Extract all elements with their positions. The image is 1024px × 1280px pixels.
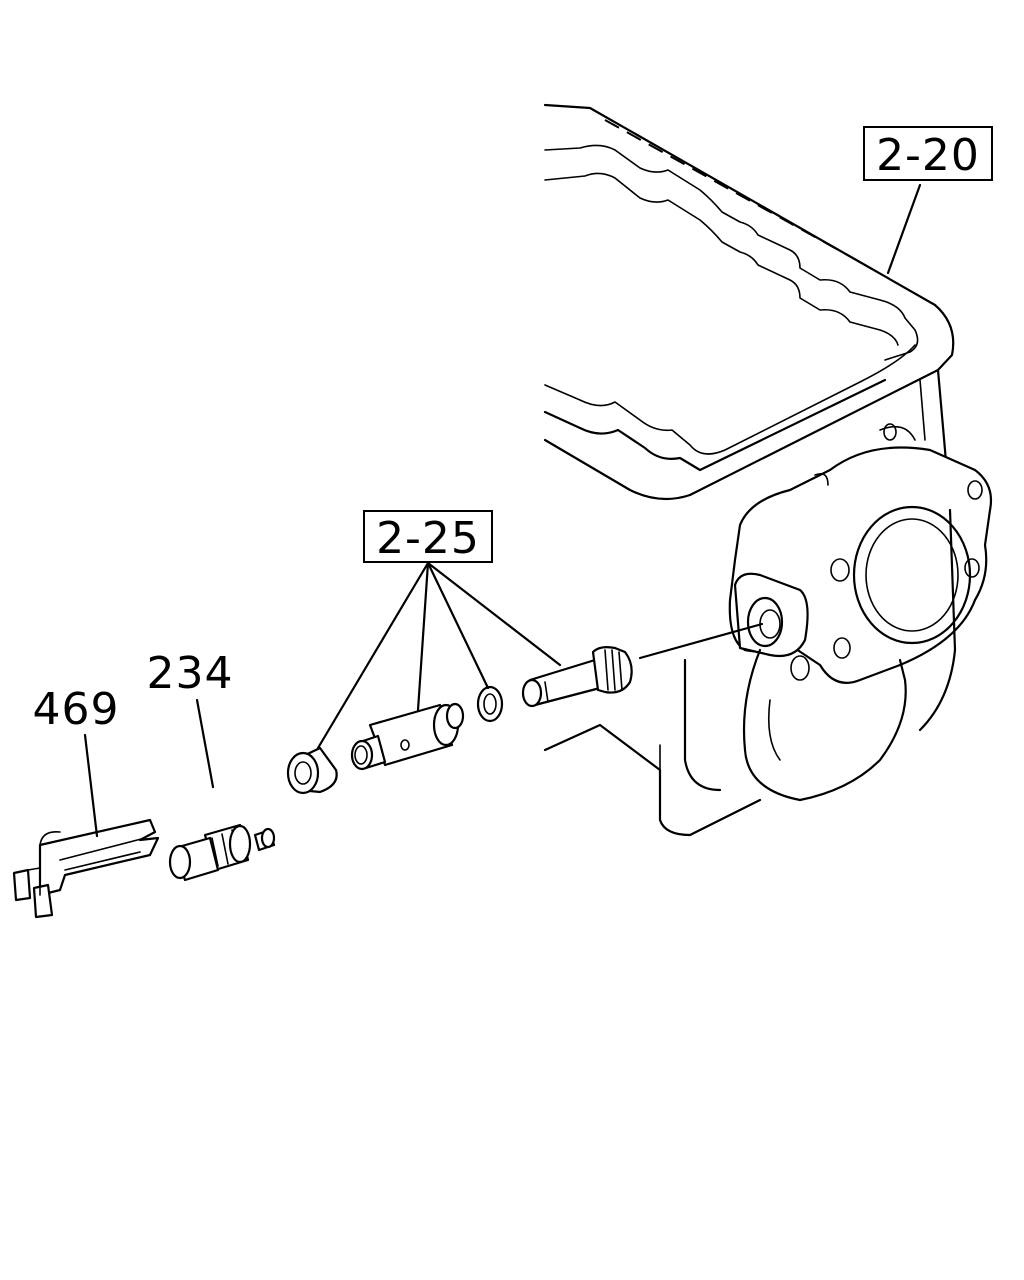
callout-2-25-text: 2-25 <box>376 513 480 564</box>
leader-lines <box>83 183 922 838</box>
part-number-234: 234 <box>147 648 234 699</box>
part-number-469: 469 <box>33 684 120 735</box>
transmission-case <box>543 103 993 837</box>
sleeve <box>350 702 465 771</box>
clip-bracket <box>12 818 160 919</box>
o-ring <box>476 685 504 723</box>
driven-gear-shaft <box>521 646 633 708</box>
callout-2-20-text: 2-20 <box>876 130 980 181</box>
alignment-line <box>638 622 764 660</box>
speed-sensor <box>168 823 276 882</box>
bushing <box>286 746 338 795</box>
callout-2-20: 2-20 <box>863 126 993 181</box>
callout-2-25: 2-25 <box>363 510 493 564</box>
